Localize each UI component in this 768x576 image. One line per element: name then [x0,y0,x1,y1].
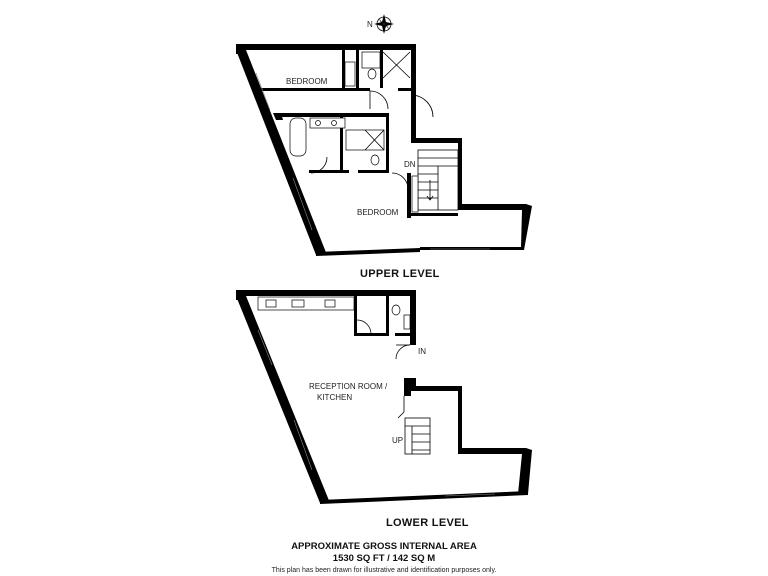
upper-bedroom-2-label: BEDROOM [357,208,399,217]
toilet-upper-2 [370,154,380,166]
toilet-upper-1 [367,68,377,80]
reception-label-line1: RECEPTION ROOM / [309,382,388,391]
upper-level-title: UPPER LEVEL [360,268,440,280]
area-title: APPROXIMATE GROSS INTERNAL AREA [291,541,477,552]
area-value: 1530 SQ FT / 142 SQ M [332,553,436,564]
lower-level-title: LOWER LEVEL [386,517,469,529]
lower-staircase [397,396,431,455]
lower-stairs-label: UP [392,436,403,445]
wardrobe [344,61,356,87]
lower-outer-wall [236,290,416,345]
bathtub [289,117,307,157]
compass-north-label: N [367,20,373,29]
upper-level-plan: BEDROOM BEDROOM DN [236,44,532,256]
upper-left-wall [236,50,327,255]
entrance-label: IN [418,347,426,356]
lower-level-plan: RECEPTION ROOM / KITCHEN IN UP [236,290,532,504]
vanity-unit [309,117,346,129]
shower [361,51,381,69]
lower-left-wall [236,296,330,503]
disclaimer: This plan has been drawn for illustrativ… [271,567,497,574]
upper-bottom-wall [316,248,420,256]
upper-bedroom-1-label: BEDROOM [286,77,328,86]
reception-label-line2: KITCHEN [317,393,352,402]
upper-stairs-label: DN [404,160,416,169]
upper-staircase [417,149,459,211]
toilet-lower [391,304,401,316]
lower-bottom-wall [320,491,528,504]
compass-rose-icon: N [367,14,394,34]
